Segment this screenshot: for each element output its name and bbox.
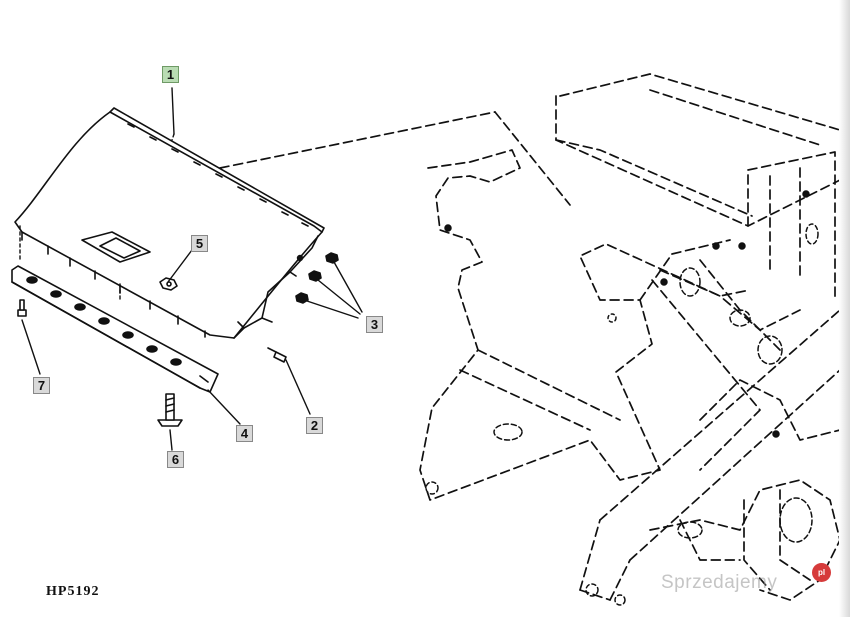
callout-5: 5 [191, 235, 208, 252]
fasteners [17, 252, 339, 427]
page-edge-shadow [839, 0, 850, 617]
drawing-code: HP5192 [46, 584, 100, 599]
mounting-strip [11, 265, 219, 393]
machine-frame [219, 73, 841, 601]
callout-7: 7 [33, 377, 50, 394]
callout-6: 6 [167, 451, 184, 468]
callout-2: 2 [306, 417, 323, 434]
callout-3: 3 [366, 316, 383, 333]
watermark-text: Sprzedajemy [661, 572, 778, 593]
frame-holes [425, 190, 819, 606]
cover-panel [14, 107, 325, 339]
watermark-badge: pl [812, 563, 831, 582]
callout-1: 1 [162, 66, 179, 83]
callout-4: 4 [236, 425, 253, 442]
leader-lines [19, 87, 363, 451]
